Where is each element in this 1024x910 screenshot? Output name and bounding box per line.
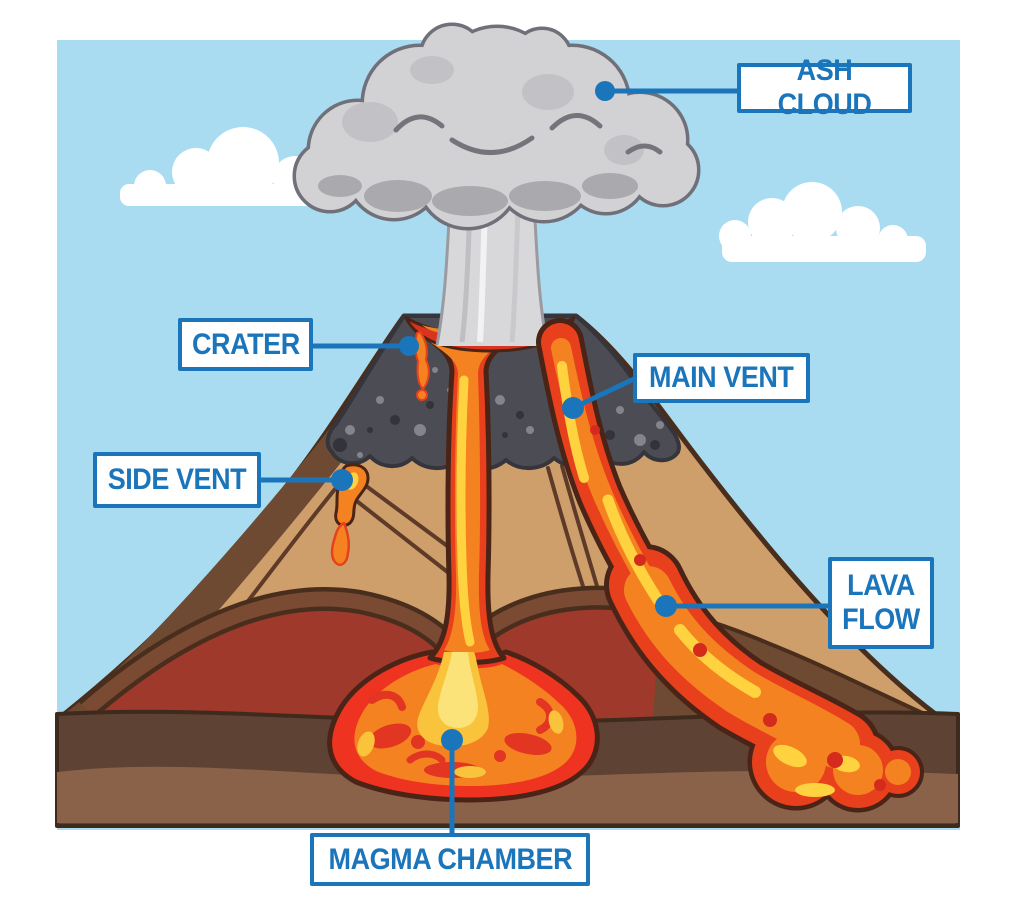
cloud-mid-shading bbox=[342, 56, 644, 165]
leader-crater bbox=[310, 336, 419, 356]
label-ash-cloud: ASH CLOUD bbox=[737, 54, 912, 121]
label-crater: CRATER bbox=[178, 318, 313, 371]
ash-cloud-illustration bbox=[292, 22, 701, 231]
leader-magma-chamber bbox=[441, 729, 463, 836]
lava-red-dots bbox=[590, 425, 886, 791]
lava-flow-illustration bbox=[536, 318, 924, 813]
white-cloud-right-icon bbox=[719, 182, 926, 262]
leader-lava-flow bbox=[655, 595, 831, 617]
cloud-face-curves bbox=[393, 113, 663, 155]
label-side-vent: SIDE VENT bbox=[93, 452, 261, 508]
leader-ash-cloud bbox=[595, 81, 740, 101]
label-crater-text: CRATER bbox=[191, 327, 300, 361]
label-lava-flow: LAVA FLOW bbox=[828, 557, 934, 649]
label-magma-chamber: MAGMA CHAMBER bbox=[310, 833, 590, 886]
leader-lines bbox=[258, 81, 831, 836]
label-magma-chamber-text: MAGMA CHAMBER bbox=[328, 842, 572, 876]
cloud-bottom-shading bbox=[318, 173, 638, 216]
leader-side-vent bbox=[258, 469, 353, 491]
leader-main-vent bbox=[562, 375, 639, 419]
ash-column bbox=[435, 198, 549, 346]
label-lava-flow-text: LAVA FLOW bbox=[842, 569, 920, 636]
label-ash-cloud-text: ASH CLOUD bbox=[777, 54, 872, 121]
lava-highlights bbox=[557, 361, 761, 698]
label-main-vent-text: MAIN VENT bbox=[649, 361, 794, 395]
label-main-vent: MAIN VENT bbox=[633, 353, 810, 403]
label-side-vent-text: SIDE VENT bbox=[107, 463, 247, 497]
